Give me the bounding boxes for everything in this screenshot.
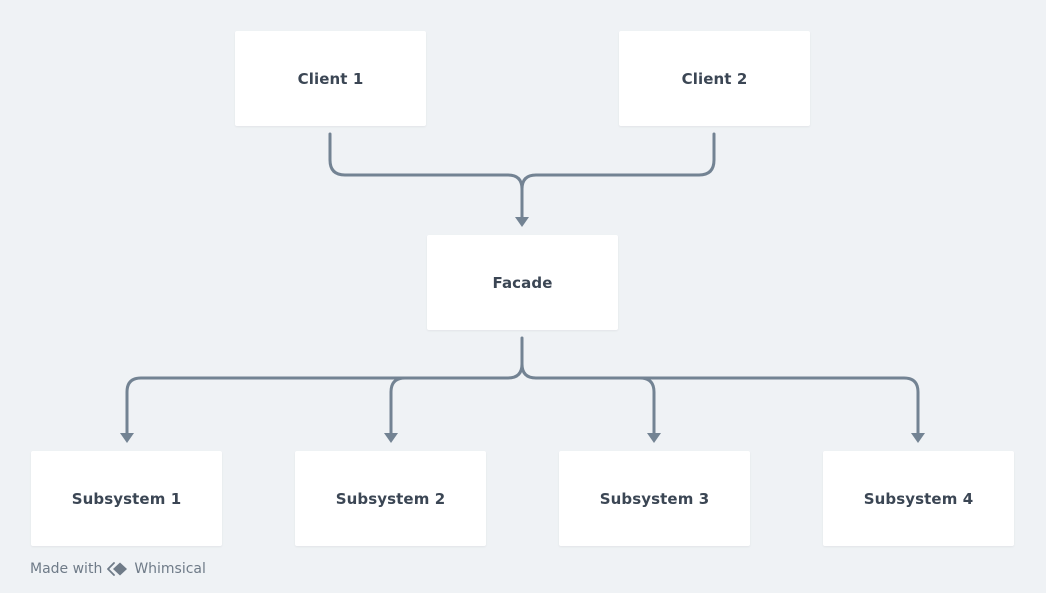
edge-facade-subsystem1 [125,336,524,436]
edge-facade-subsystem3 [520,362,656,436]
node-label: Facade [492,273,553,292]
edge-facade-subsystem2 [389,376,407,436]
arrowhead-subsystem1 [120,433,134,443]
node-label: Subsystem 2 [335,489,446,508]
arrowhead-subsystem4 [911,433,925,443]
node-label: Client 2 [681,69,748,88]
edge-client1-facade [328,132,524,220]
node-client-1[interactable]: Client 1 [235,31,426,126]
brand-text: Whimsical [134,561,206,577]
node-subsystem-4[interactable]: Subsystem 4 [823,451,1014,546]
made-with-footer[interactable]: Made with Whimsical [30,561,206,577]
node-label: Subsystem 1 [71,489,182,508]
node-facade[interactable]: Facade [427,235,618,330]
node-client-2[interactable]: Client 2 [619,31,810,126]
node-label: Client 1 [297,69,364,88]
node-subsystem-3[interactable]: Subsystem 3 [559,451,750,546]
whimsical-logo-icon [107,562,128,576]
made-with-text: Made with [30,561,103,577]
arrowhead-facade [515,217,529,227]
edge-client2-facade [520,132,716,191]
node-subsystem-2[interactable]: Subsystem 2 [295,451,486,546]
arrowhead-subsystem2 [384,433,398,443]
node-subsystem-1[interactable]: Subsystem 1 [31,451,222,546]
edge-facade-subsystem4 [638,376,920,436]
arrowhead-subsystem3 [647,433,661,443]
node-label: Subsystem 3 [599,489,710,508]
node-label: Subsystem 4 [863,489,974,508]
